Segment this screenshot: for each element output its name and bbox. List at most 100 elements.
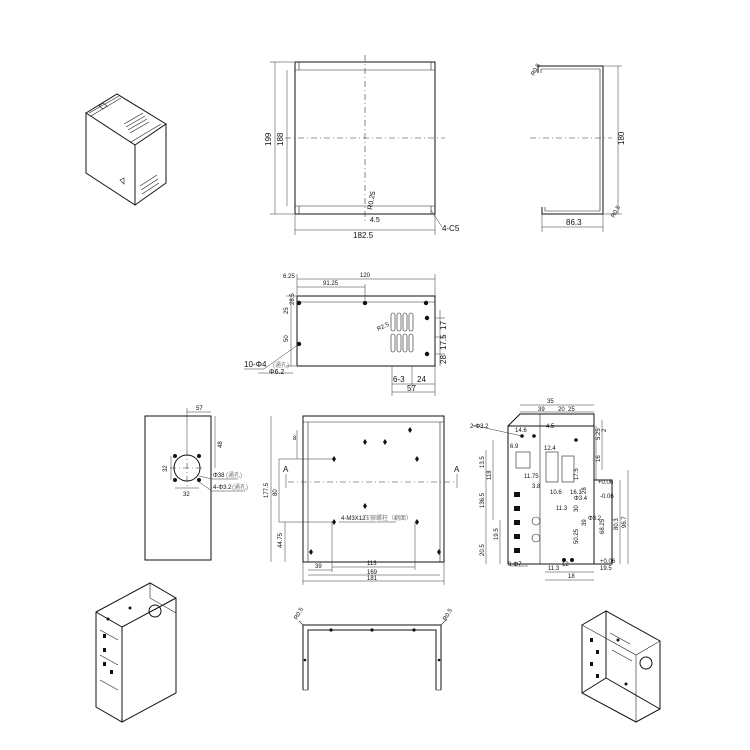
pcb-dim-small-5: 11.75 — [524, 474, 539, 480]
vent-slot-group — [390, 312, 414, 353]
front-gap: 4.5 — [370, 217, 380, 224]
side-flange-bottom: R0.5 — [611, 204, 623, 219]
side-height: 180 — [617, 131, 626, 145]
vent-dim-left-2: 50 — [284, 335, 290, 342]
main-dim-top-small: 8 — [293, 436, 297, 442]
pcb-dim-right-8: 50.25 — [574, 528, 580, 544]
pcb-dim-small-4: 3.8 — [532, 484, 541, 490]
pcb-dim-right-1: 2 — [602, 428, 608, 432]
pcb-dim-left-4: 20.5 — [480, 544, 486, 556]
side-panel-bottom-dim: 32 — [183, 492, 190, 498]
pcb-dim-right-3: Φ3.2 — [588, 516, 602, 522]
main-dim-left-inner: 80 — [273, 489, 279, 496]
vent-dim-bottom-1: 24 — [417, 375, 426, 384]
side-panel-left-dim: 32 — [163, 465, 169, 472]
pcb-dim-left-3: 19.5 — [494, 528, 500, 540]
main-dim-bottom-2: 169 — [367, 570, 378, 576]
pcb-dim-small-6: 10.6 — [550, 490, 562, 496]
mount-hole — [532, 434, 536, 438]
mount-hole — [424, 315, 430, 321]
vent-panel-view: 6.25 120 91.25 28.5 25 50 17 17.5 28 6-3… — [244, 273, 448, 396]
mount-hole — [173, 454, 177, 458]
vent-hole-note-sub: (通孔) — [273, 361, 289, 369]
isometric-chassis-right — [581, 610, 661, 723]
pcb-dim-top-0: 35 — [547, 399, 554, 405]
pcb-dim-small-3: 6.9 — [510, 444, 519, 450]
pcb-dim-bottom-0: 3-Φ7 — [508, 562, 522, 568]
pcb-dim-small-0: 14.6 — [515, 428, 527, 434]
side-depth: 86.3 — [566, 218, 582, 227]
vent-hole-note: 10-Φ4 — [244, 360, 267, 369]
side-panel-hole-note: (通孔) — [226, 471, 242, 479]
pcb-dim-bottom-3: 12 — [562, 562, 569, 568]
pcb-dim-bottom-5: +0.06 — [600, 559, 616, 565]
pcb-dim-bottom-2: 18 — [568, 574, 575, 580]
mount-hole — [424, 351, 430, 357]
side-panel-top-dim: 57 — [196, 406, 203, 412]
pcb-dim-left-1: 136.5 — [480, 492, 486, 508]
side-view: 180 86.3 R0.5 R0.5 — [530, 62, 626, 232]
vent-dim-bottom-0: 6-3 — [393, 375, 405, 384]
pcb-hole-note-top: 2-Φ3.2 — [470, 424, 489, 430]
side-panel-hole-note-2: (通孔) — [232, 483, 248, 491]
pcb-dim-right-10: 80.3 — [614, 518, 620, 530]
pcb-dim-right-9: 68.25 — [600, 518, 606, 534]
vent-dim-right-1: 17.5 — [439, 334, 448, 350]
vent-dim-left-1: 25 — [284, 307, 290, 314]
isometric-chassis-left — [95, 582, 177, 723]
mount-hole — [362, 300, 368, 306]
cable-hole — [639, 656, 653, 670]
main-dim-left-outer: 177.5 — [264, 482, 270, 498]
section-mark-right: A — [454, 465, 460, 474]
main-panel-view: A A 177.5 80 44.75 8 4-M3X12 压铆螺柱（翻面） — [264, 415, 460, 585]
vent-dim-top-1: 120 — [360, 273, 371, 279]
pcb-dim-right-7: 39 — [582, 519, 588, 526]
pcb-dim-small-11: Φ3.4 — [574, 496, 588, 502]
pcb-dim-right-4: 17.5 — [574, 468, 580, 480]
pcb-dim-small-8: 11.3 — [556, 506, 568, 512]
vent-slots-top — [123, 112, 150, 134]
isometric-enclosure-view — [85, 93, 167, 206]
main-stud-note-sub: 压铆螺柱（翻面） — [364, 514, 412, 522]
front-view: 199 188 182.5 R0.25 4.5 4-C5 — [264, 55, 460, 240]
connector-slots — [514, 492, 520, 553]
vent-dim-top-0: 6.25 — [283, 274, 295, 280]
pcb-dim-small-10: -0.06 — [600, 494, 614, 500]
vent-hole-note-2: Φ6.2 — [269, 369, 284, 376]
mount-hole — [423, 300, 429, 306]
front-chamfer: 4-C5 — [442, 224, 460, 233]
mount-hole — [562, 558, 566, 562]
main-stud-note: 4-M3X12 — [341, 516, 366, 522]
vent-dim-right-0: 17 — [439, 321, 448, 330]
mount-hole — [296, 300, 302, 306]
bracket-flange-left: R0.5 — [294, 606, 306, 621]
vent-dim-right-2: 28 — [439, 355, 448, 364]
main-dim-left-low: 44.75 — [278, 532, 284, 548]
pcb-dim-right-11: 96.7 — [622, 516, 628, 528]
bracket-flange-right: R0.5 — [443, 607, 455, 622]
pcb-dim-top-3: 25 — [568, 407, 575, 413]
front-height-outer: 199 — [264, 132, 273, 146]
front-radius: R0.25 — [367, 191, 377, 211]
main-dim-bottom-0: 39 — [315, 564, 322, 570]
round-hole — [531, 516, 541, 526]
main-dim-bottom-3: 181 — [367, 576, 378, 582]
cable-hole — [148, 604, 162, 618]
pcb-dim-bottom-1: 11.3 — [548, 566, 560, 572]
pcb-dim-right-5: 28 — [582, 487, 588, 494]
mount-hole — [173, 478, 177, 482]
pcb-dim-top-2: 20 — [558, 407, 565, 413]
front-height-inner: 188 — [276, 132, 285, 146]
pcb-dim-right-6: 30 — [574, 505, 580, 512]
pcb-dim-bottom-4: 19.5 — [600, 566, 612, 572]
side-panel-hole-label: Φ38 — [213, 473, 225, 479]
pcb-dim-right-0: 5.25 — [596, 428, 602, 440]
side-flange-top: R0.5 — [531, 62, 543, 77]
mount-hole — [197, 454, 201, 458]
mount-hole — [197, 478, 201, 482]
pcb-mount-panel-view: 35 39 20 25 2-Φ3.2 13.5 136.5 118 19.5 2… — [470, 399, 629, 581]
vent-slot-note: R2.5 — [376, 322, 391, 333]
front-width: 182.5 — [353, 231, 374, 240]
side-panel-right-dim: 48 — [218, 441, 224, 448]
pcb-dim-small-9: +0.06 — [598, 480, 614, 486]
